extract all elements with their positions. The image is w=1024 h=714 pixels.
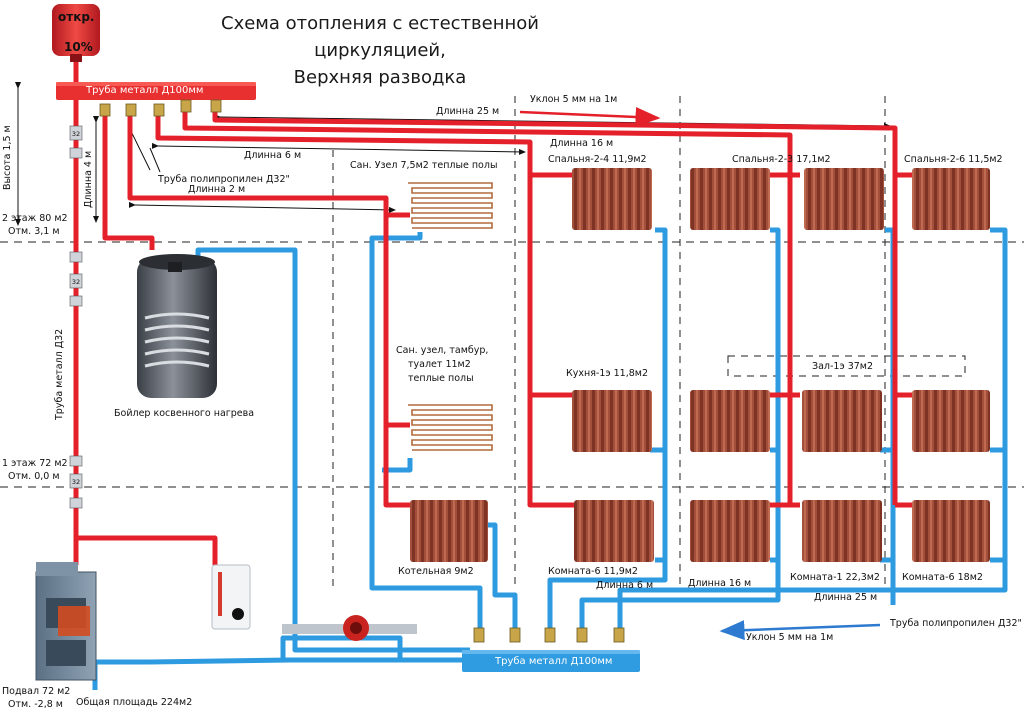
basement-label: Подвал 72 м2 — [2, 686, 71, 697]
radiator-boiler-room — [410, 500, 488, 562]
top-header — [56, 82, 256, 100]
total-area-label: Общая площадь 224м2 — [76, 697, 193, 708]
floor2-label: 2 этаж 80 м2 — [2, 213, 68, 224]
floor-level-lines — [0, 241, 1024, 488]
slope-arrow-top — [519, 107, 661, 128]
length-16-bottom: Длинна 16 м — [688, 578, 752, 589]
underfloor-upper — [408, 182, 493, 229]
title-line-3: Верхняя разводка — [293, 67, 467, 88]
length-16-top: Длинна 16 м — [550, 138, 614, 149]
underfloor-lower-label-3: теплые полы — [408, 373, 474, 384]
diagram-title: Схема отопления с естественной циркуляци… — [180, 10, 580, 91]
length-25-top: Длинна 25 м — [436, 106, 500, 117]
room-kitchen: Кухня-1э 11,8м2 — [566, 368, 648, 379]
radiators — [410, 168, 990, 562]
room-room1: Комната-1 22,3м2 — [790, 572, 880, 583]
tank-open-label: откр. — [58, 10, 95, 24]
radiator-room1-left — [690, 500, 770, 562]
length-2-label: Длинна 2 м — [188, 184, 246, 195]
room-bedroom24: Спальня-2-4 11,9м2 — [548, 154, 647, 165]
bottom-header — [462, 650, 640, 672]
radiator-hall-3 — [912, 390, 990, 452]
radiator-kitchen — [572, 390, 652, 452]
length-25-bottom: Длинна 25 м — [814, 592, 878, 603]
radiator-room6a — [574, 500, 654, 562]
radiator-bedroom23-left — [690, 168, 770, 230]
title-line-2: циркуляцией, — [314, 40, 446, 61]
slope-top-label: Уклон 5 мм на 1м — [530, 94, 618, 105]
height-label: Высота 1,5 м — [2, 125, 13, 190]
pump-group — [282, 615, 417, 641]
underfloor-upper-label: Сан. Узел 7,5м2 теплые полы — [350, 160, 498, 171]
radiator-bedroom23-right — [804, 168, 884, 230]
room-bedroom23: Спальня-2-3 17,1м2 — [732, 154, 831, 165]
radiator-room6b — [912, 500, 990, 562]
gas-boiler — [211, 564, 251, 630]
underfloor-lower — [408, 404, 493, 451]
room-hall: Зал-1э 37м2 — [812, 361, 873, 372]
radiator-hall-1 — [690, 390, 770, 452]
room-room6a: Комната-6 11,9м2 — [548, 566, 638, 577]
length-6-bottom: Длинна 6 м — [596, 580, 654, 591]
underfloor-lower-label-2: туалет 11м2 — [408, 359, 471, 370]
room-boiler-room: Котельная 9м2 — [398, 566, 474, 577]
length-4-label: Длинна 4 м — [83, 150, 94, 208]
pp-pipe-top-label: Труба полипропилен Д32" — [158, 174, 290, 185]
title-line-1: Схема отопления с естественной — [221, 13, 539, 34]
slope-arrow-bottom — [719, 620, 881, 641]
length-6-top: Длинна 6 м — [244, 150, 302, 161]
radiator-hall-2 — [802, 390, 882, 452]
floor1-mark: Отм. 0,0 м — [8, 471, 60, 482]
underfloor-lower-label-1: Сан. узел, тамбур, — [396, 345, 489, 356]
fitting-marks: 32 32 32 — [72, 130, 80, 486]
room-bedroom26: Спальня-2-6 11,5м2 — [904, 154, 1003, 165]
room-partitions — [332, 96, 966, 588]
slope-bottom-label: Уклон 5 мм на 1м — [746, 632, 834, 643]
solid-fuel-stove — [35, 562, 97, 681]
bottom-header-label: Труба металл Д100мм — [495, 656, 613, 667]
svg-text:32: 32 — [72, 278, 80, 286]
indirect-boiler — [137, 254, 217, 398]
room-room6b: Комната-6 18м2 — [902, 572, 983, 583]
riser-fittings — [69, 125, 83, 509]
expansion-tank — [52, 4, 100, 62]
radiator-bedroom26 — [912, 168, 990, 230]
svg-text:32: 32 — [72, 478, 80, 486]
radiator-room1-right — [802, 500, 882, 562]
boiler-label: Бойлер косвенного нагрева — [114, 408, 255, 419]
pp-pipe-bottom-label: Труба полипропилен Д32" — [890, 618, 1022, 629]
tank-percent-label: 10% — [64, 40, 93, 54]
basement-mark: Отм. -2,8 м — [8, 699, 63, 710]
floor2-mark: Отм. 3,1 м — [8, 226, 60, 237]
header-valves — [99, 99, 625, 643]
radiator-bedroom24 — [572, 168, 652, 230]
top-header-label: Труба металл Д100мм — [86, 85, 204, 96]
riser-label: Труба металл Д32 — [54, 328, 65, 420]
return-piping — [92, 227, 1008, 690]
floor1-label: 1 этаж 72 м2 — [2, 458, 68, 469]
svg-text:32: 32 — [72, 130, 80, 138]
